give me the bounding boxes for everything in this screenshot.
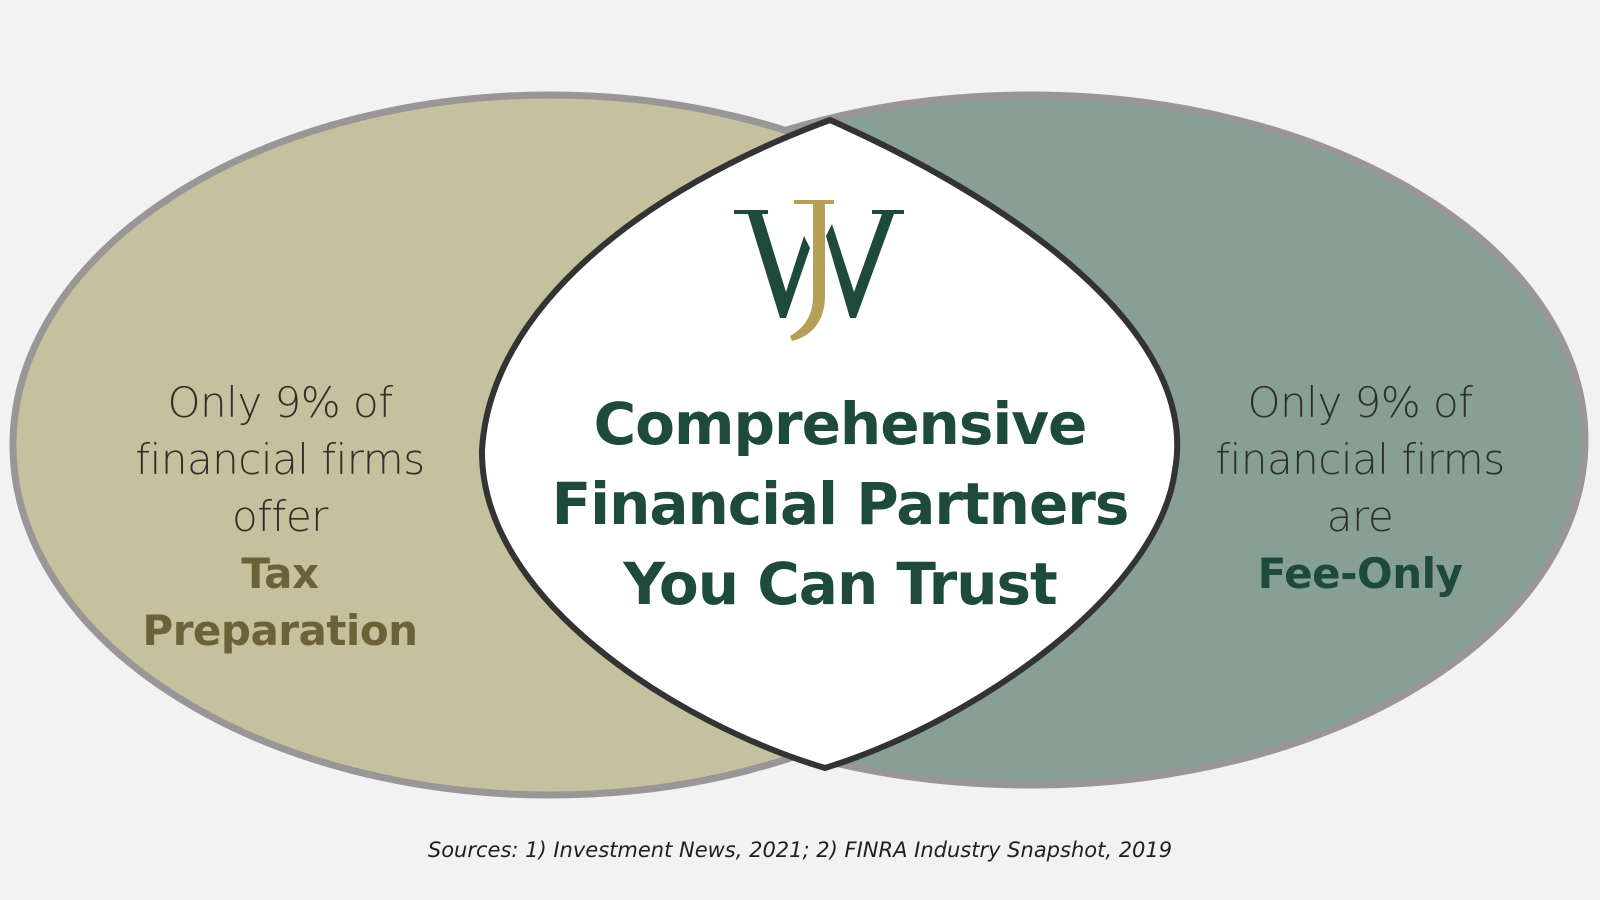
wjw-monogram-logo: [734, 200, 904, 341]
center-line-3: You Can Trust: [623, 550, 1058, 618]
center-line-2: Financial Partners: [551, 470, 1130, 538]
right-circle-text: Only 9% of financial firms are Fee-Only: [1180, 374, 1540, 602]
sources-footnote: Sources: 1) Investment News, 2021; 2) FI…: [427, 838, 1173, 862]
left-circle-text: Only 9% of financial firms offer Tax Pre…: [100, 374, 460, 659]
center-intersection: [478, 117, 1181, 771]
left-line-2: financial firms: [135, 435, 425, 484]
right-line-2: financial firms: [1215, 435, 1505, 484]
logo-w-left: [734, 210, 810, 318]
right-line-3: are: [1326, 492, 1394, 541]
center-line-1: Comprehensive: [593, 390, 1088, 458]
left-line-1: Only 9% of: [167, 378, 393, 427]
left-line-3: offer: [232, 492, 328, 541]
center-heading: Comprehensive Financial Partners You Can…: [520, 384, 1160, 624]
logo-j: [790, 200, 834, 341]
logo-w-right: [826, 210, 904, 318]
right-line-1: Only 9% of: [1247, 378, 1473, 427]
left-highlight: Tax Preparation: [142, 549, 418, 655]
right-highlight: Fee-Only: [1257, 549, 1463, 598]
